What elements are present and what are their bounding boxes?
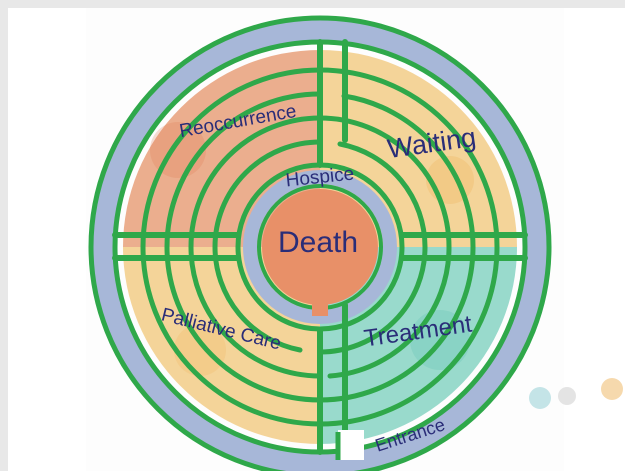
entrance-gap <box>338 430 364 460</box>
decor-dot <box>601 378 623 400</box>
center-label: Death <box>278 226 358 259</box>
center-neck <box>312 296 328 316</box>
decor-dot <box>558 387 576 405</box>
decor-dot <box>529 387 551 409</box>
